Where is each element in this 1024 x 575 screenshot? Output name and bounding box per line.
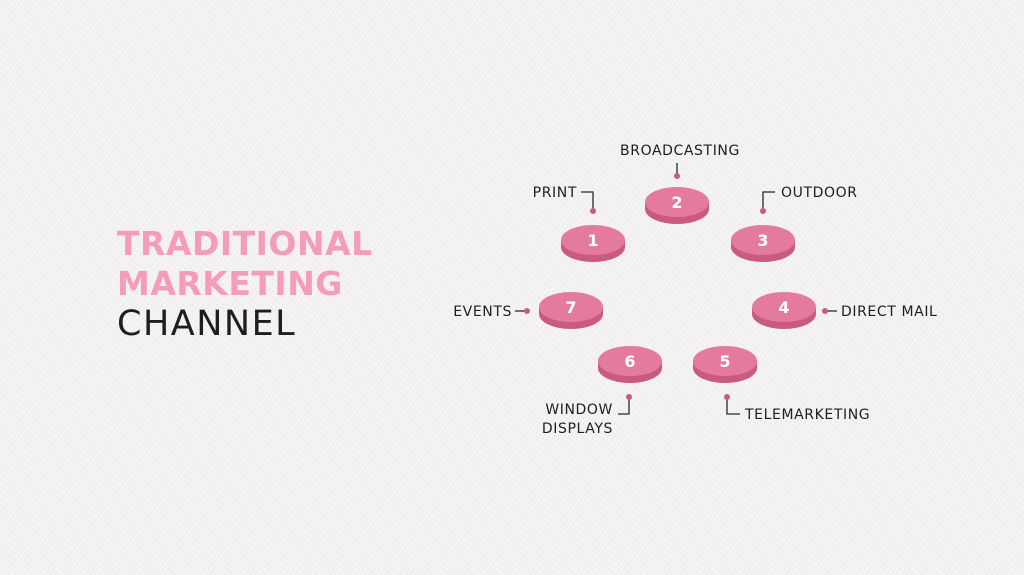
disc-top [561,225,625,255]
label-direct-mail: DIRECT MAIL [841,304,937,320]
dot-icon [524,308,530,314]
connector-telemarketing [726,397,740,415]
disc-top [539,292,603,322]
disc-number: 6 [624,352,635,371]
disc-top [645,187,709,217]
title-line-1: TRADITIONAL [117,224,373,263]
label-print: PRINT [533,185,577,201]
label-telemarketing: TELEMARKETING [744,407,870,423]
label-broadcasting: BROADCASTING [620,143,740,159]
disc-6: 6 [598,346,662,383]
disc-top [731,225,795,255]
disc-top [693,346,757,376]
disc-2: 2 [645,187,709,224]
label-window-displays-1: WINDOW [545,402,613,418]
disc-5: 5 [693,346,757,383]
connector-print [581,191,594,210]
label-window-displays-2: DISPLAYS [542,421,613,437]
disc-4: 4 [752,292,816,329]
dot-icon [822,308,828,314]
disc-top [752,292,816,322]
label-outdoor: OUTDOOR [781,185,858,201]
title-line-2: MARKETING [117,264,343,303]
title-line-3: CHANNEL [117,304,297,344]
dot-icon [590,208,596,214]
disc-3: 3 [731,225,795,262]
page-title: TRADITIONAL MARKETING CHANNEL [117,224,373,344]
dot-icon [760,208,766,214]
disc-number: 4 [778,298,789,317]
disc-1: 1 [561,225,625,262]
disc-number: 5 [719,352,730,371]
dot-icon [626,394,632,400]
disc-top [598,346,662,376]
disc-number: 3 [757,231,768,250]
disc-number: 2 [671,193,682,212]
dot-icon [724,394,730,400]
connector-dots [524,173,828,400]
disc-number: 1 [587,231,598,250]
label-events: EVENTS [453,304,512,320]
disc-number: 7 [565,298,576,317]
connector-window-displays [618,397,630,415]
disc-7: 7 [539,292,603,329]
connector-outdoor [762,191,775,210]
dot-icon [674,173,680,179]
